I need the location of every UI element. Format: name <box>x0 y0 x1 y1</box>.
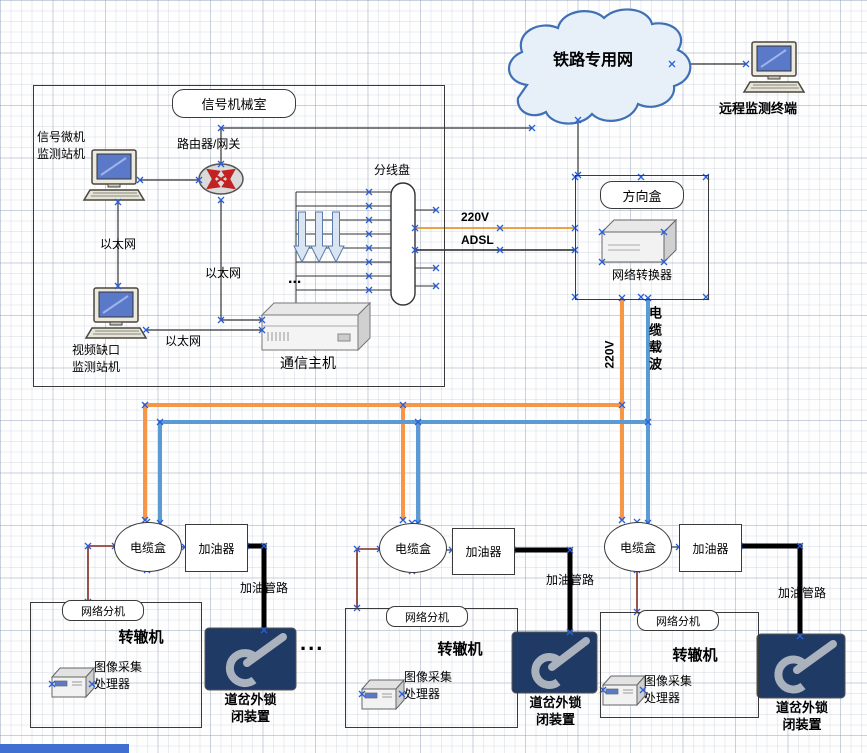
down-arrow-icon <box>327 211 345 264</box>
down-arrow-icon <box>310 211 328 264</box>
ethernet-label-2: 以太网 <box>205 266 242 280</box>
video-pc-label: 视频缺口 监测站机 <box>72 343 121 374</box>
machine-room-title-label: 信号机械室 <box>201 97 267 112</box>
network-unit-title-3-label: 网络分机 <box>656 615 700 628</box>
more-cables-dots: ... <box>288 270 302 287</box>
cable-bundle-arrows[interactable] <box>293 211 345 264</box>
uplink-220v-label: 220V <box>461 210 490 224</box>
switch-lock-device-2[interactable] <box>511 631 598 694</box>
lock-label-2: 道岔外锁 闭装置 <box>529 695 582 727</box>
ethernet-label-3: 以太网 <box>165 334 202 348</box>
between-groups-dots: ... <box>300 630 325 655</box>
pipe-label-2: 加油管路 <box>545 573 594 587</box>
direction-box[interactable] <box>575 175 709 300</box>
cable-box-1-label: 电缆盒 <box>129 540 166 555</box>
network-unit-title-2-label: 网络分机 <box>405 611 449 624</box>
cloud-label: 铁路专用网 <box>552 52 633 69</box>
switch-machine-label-2: 转辙机 <box>437 641 483 658</box>
oiler-2-label: 加油器 <box>465 545 502 559</box>
machine-room-box[interactable] <box>33 85 445 387</box>
cable-box-3[interactable]: 电缆盒 <box>604 522 672 572</box>
lock-label-3: 道岔外锁 闭装置 <box>775 700 828 732</box>
direction-box-title: 方向盒 <box>600 181 684 209</box>
railway-network-cloud[interactable] <box>507 8 692 125</box>
oiler-3-label: 加油器 <box>692 541 729 556</box>
down-arrow-icon <box>293 211 311 264</box>
processor-label-2: 图像采集 处理器 <box>404 670 453 701</box>
pipe-label-3: 加油管路 <box>777 586 826 600</box>
switch-lock-device-1[interactable] <box>204 627 297 691</box>
cable-box-2[interactable]: 电缆盒 <box>379 523 447 573</box>
direction-box-title-label: 方向盒 <box>622 188 662 204</box>
cable-box-3-label: 电缆盒 <box>619 540 656 555</box>
network-unit-title-1: 网络分机 <box>62 600 144 621</box>
network-unit-title-1-label: 网络分机 <box>81 605 125 618</box>
processor-label-3: 图像采集 处理器 <box>644 674 693 705</box>
switch-lock-device-3[interactable] <box>756 633 846 699</box>
network-converter-icon[interactable] <box>600 218 678 264</box>
comm-host-icon[interactable] <box>260 301 372 352</box>
switch-machine-label-1: 转辙机 <box>118 629 164 646</box>
oiler-1[interactable]: 加油器 <box>185 524 248 572</box>
switch-machine-label-3: 转辙机 <box>672 647 718 664</box>
oiler-1-label: 加油器 <box>198 541 235 556</box>
riser-carrier-label: 电缆载波 <box>647 306 662 374</box>
ethernet-label-1: 以太网 <box>100 237 137 251</box>
comm-host-label: 通信主机 <box>280 355 336 371</box>
bottom-blue-strip <box>0 744 129 753</box>
lock-label-1: 道岔外锁 闭装置 <box>224 692 277 724</box>
oiler-2[interactable]: 加油器 <box>452 528 515 575</box>
remote-terminal-label: 远程监测终端 <box>718 101 797 116</box>
cable-box-2-label: 电缆盒 <box>394 541 431 556</box>
patch-panel-label: 分线盘 <box>374 163 411 177</box>
oiler-3[interactable]: 加油器 <box>679 524 742 572</box>
cable-box-1[interactable]: 电缆盒 <box>114 522 182 572</box>
converter-label: 网络转换器 <box>611 268 672 282</box>
router-label: 路由器/网关 <box>177 137 241 151</box>
remote-terminal-icon[interactable] <box>743 41 805 93</box>
uplink-adsl-label: ADSL <box>461 233 494 247</box>
network-unit-title-2: 网络分机 <box>386 606 468 627</box>
network-unit-title-3: 网络分机 <box>637 610 719 631</box>
pipe-label-1: 加油管路 <box>239 581 288 595</box>
machine-room-title: 信号机械室 <box>172 89 296 118</box>
signal-pc-label: 信号微机 监测站机 <box>37 130 86 161</box>
processor-label-1: 图像采集 处理器 <box>94 660 143 691</box>
riser-220v-label: 220V <box>602 340 617 369</box>
